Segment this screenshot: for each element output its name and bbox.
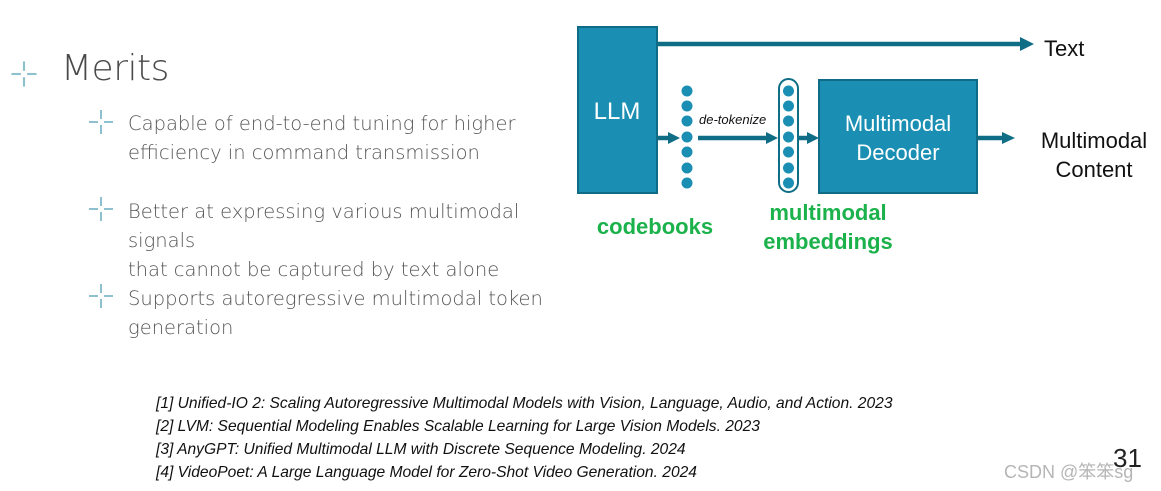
content-output-label-line2: Content	[1055, 157, 1132, 182]
embeddings-label-line1: multimodal	[769, 200, 886, 225]
decoder-box	[818, 79, 978, 194]
bullet-item-3: Supports autoregressive multimodal token…	[128, 284, 548, 342]
slide-heading: Merits	[61, 48, 169, 89]
detokenize-arrowhead	[766, 132, 778, 144]
text-output-label: Text	[1044, 36, 1084, 61]
detokenize-label: de-tokenize	[699, 112, 766, 127]
text-output-arrowhead	[1020, 37, 1034, 51]
content-output-label-line1: Multimodal	[1041, 128, 1147, 153]
codebooks-label: codebooks	[597, 214, 713, 239]
sparkle-bullet-icon	[11, 61, 37, 87]
decoder-output-arrowhead	[1002, 132, 1015, 144]
embedding-dot	[783, 162, 794, 174]
page-number: 31	[1113, 443, 1142, 473]
codebook-dots	[681, 85, 693, 189]
bullet-item-2: Better at expressing various multimodal …	[128, 197, 558, 284]
bullet-line: that cannot be captured by text alone	[128, 258, 500, 281]
watermark: CSDN @笨笨sg	[1004, 462, 1134, 482]
embedding-dot	[783, 177, 794, 189]
embeddings-label-line2: embeddings	[763, 229, 893, 254]
bullet-line: Capable of end-to-end tuning for higher	[128, 112, 516, 135]
decoder-label-line2: Decoder	[856, 140, 939, 165]
sparkle-bullet-icon	[89, 110, 113, 134]
codebook-dot	[681, 177, 693, 189]
embedding-dot	[783, 85, 794, 97]
reference-1: [1] Unified-IO 2: Scaling Autoregressive…	[156, 395, 893, 412]
bullet-line: efficiency in command transmission	[128, 141, 480, 164]
bullet-line: Better at expressing various multimodal …	[128, 200, 520, 252]
embedding-dots	[783, 85, 794, 189]
codebook-dot	[681, 100, 693, 112]
llm-label: LLM	[594, 98, 641, 125]
embedding-dot	[783, 100, 794, 112]
bullet-line: generation	[128, 316, 234, 339]
bullet-item-1: Capable of end-to-end tuning for higher …	[128, 109, 548, 167]
embeddings-to-decoder-arrowhead	[807, 132, 819, 144]
embedding-dot	[783, 146, 794, 158]
codebook-dot	[681, 85, 693, 97]
embedding-dot	[783, 115, 794, 127]
embedding-dot	[783, 131, 794, 143]
decoder-label-line1: Multimodal	[845, 111, 951, 136]
codebook-dot	[681, 131, 693, 143]
codebook-dot	[681, 115, 693, 127]
reference-3: [3] AnyGPT: Unified Multimodal LLM with …	[156, 441, 686, 458]
sparkle-bullet-icon	[89, 197, 113, 221]
codebook-dot	[681, 162, 693, 174]
codebook-dot	[681, 146, 693, 158]
sparkle-bullet-icon	[89, 284, 113, 308]
reference-2: [2] LVM: Sequential Modeling Enables Sca…	[156, 418, 760, 435]
reference-4: [4] VideoPoet: A Large Language Model fo…	[156, 464, 697, 481]
llm-box	[577, 26, 658, 194]
llm-to-codebooks-arrowhead	[668, 132, 680, 144]
bullet-line: Supports autoregressive multimodal token	[128, 287, 543, 310]
